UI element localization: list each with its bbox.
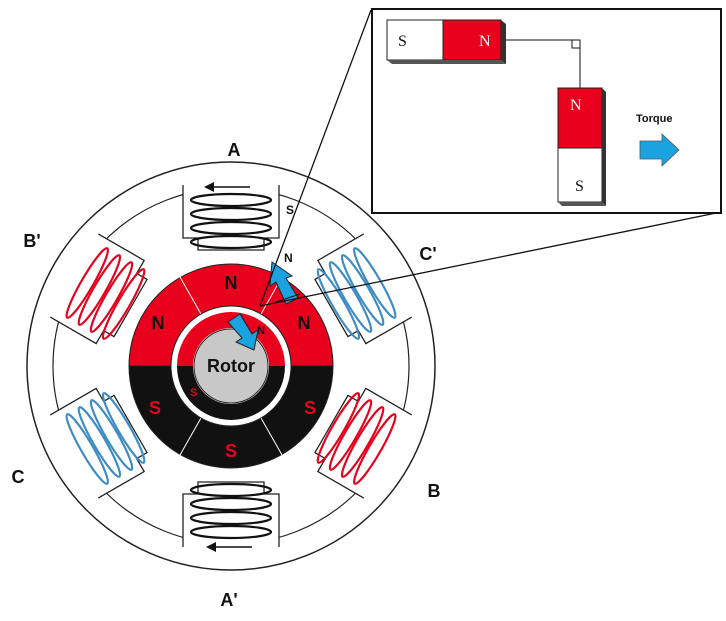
ring-pole-upper-right: N [298,313,311,333]
coil-b [316,392,397,485]
inset-vertical-magnet [557,87,606,206]
torque-label: Torque [636,113,672,125]
phase-label-c-prime: C' [419,244,436,264]
coil-c-prime [316,247,397,340]
coil-c [65,392,146,485]
stator-top-s: S [286,203,294,217]
coil-a [189,192,273,250]
inset-right-n: N [570,97,582,114]
phase-label-b: B [428,481,441,501]
inset-left-n: N [479,33,491,50]
current-arrow-top [204,182,250,192]
ring-pole-lower-right: S [304,398,316,418]
ring-arrow-icon [269,261,299,305]
ring-pole-top: N [225,273,238,293]
phase-label-b-prime: B' [23,231,40,251]
inset-panel: S N N S Torque [371,8,722,214]
rotor-n-mark: N [257,325,265,337]
ring-pole-lower-left: S [149,398,161,418]
inset-horizontal-magnet [386,19,506,64]
phase-label-a: A [228,140,241,160]
torque-arrow-icon [639,133,680,167]
ring-pole-bottom: S [225,441,237,461]
coil-a-prime [189,482,273,540]
rotor-s-mark: S [190,387,197,399]
inset-left-s: S [398,33,407,50]
phase-label-a-prime: A' [220,590,237,610]
rotor-inner-ring [177,312,285,420]
inset-right-s: S [575,178,584,195]
rotor-label: Rotor [207,356,255,376]
inset-right-angle [506,39,581,88]
coil-b-prime [65,247,146,340]
phase-label-c: C [12,467,25,487]
stator-top-n: N [284,251,293,265]
callout-lines [259,9,722,307]
current-arrow-bottom [206,542,252,552]
rotor-arrow-icon [227,313,259,351]
ring-pole-upper-left: N [152,313,165,333]
